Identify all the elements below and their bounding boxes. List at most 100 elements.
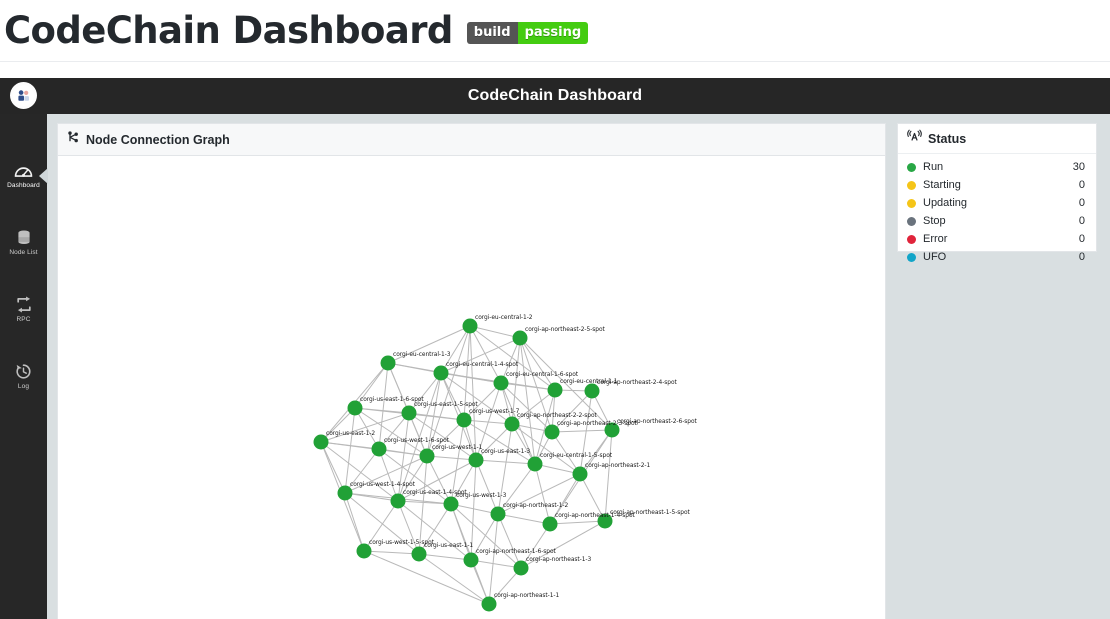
readme-heading-bar: CodeChain Dashboard build passing [0, 0, 1110, 62]
status-label: UFO [923, 251, 947, 263]
sidebar-item-dashboard[interactable]: Dashboard [0, 152, 47, 199]
graph-edge [397, 500, 420, 555]
database-stack-icon [16, 228, 32, 247]
graph-node[interactable] [584, 383, 600, 399]
broadcast-signal-icon [907, 129, 922, 148]
graph-edge [534, 389, 556, 465]
status-dot-icon [907, 216, 916, 226]
graph-node[interactable] [463, 552, 479, 568]
graph-node[interactable] [347, 400, 363, 416]
graph-node[interactable] [547, 382, 563, 398]
graph-edge [469, 325, 477, 461]
graph-node[interactable] [419, 448, 435, 464]
graph-edge [470, 513, 499, 561]
graph-edge [418, 553, 490, 605]
graph-edge [408, 372, 442, 414]
status-label: Starting [923, 179, 961, 191]
graph-edge [549, 520, 606, 525]
graph-edge [387, 325, 471, 364]
graph-node[interactable] [572, 466, 588, 482]
graph-edge [344, 492, 365, 552]
badge-label: build [466, 21, 518, 44]
graph-edge [378, 448, 428, 457]
graph-edge [344, 492, 420, 555]
graph-node[interactable] [468, 452, 484, 468]
graph-edge [463, 382, 502, 421]
graph-edge [363, 550, 490, 605]
graph-edge [320, 412, 410, 443]
graph-edges [320, 325, 613, 605]
graph-edge [408, 412, 465, 421]
graph-node[interactable] [337, 485, 353, 501]
graph-edge [519, 337, 556, 391]
page-title: CodeChain Dashboard [4, 9, 453, 52]
graph-edge [418, 455, 428, 555]
graph-node[interactable] [462, 318, 478, 334]
graph-edge [450, 459, 477, 505]
status-label: Updating [923, 197, 968, 209]
status-dot-icon [907, 198, 916, 208]
graph-node[interactable] [513, 560, 529, 576]
graph-edge [344, 455, 428, 494]
graph-edge [497, 463, 536, 515]
graph-edge [519, 337, 553, 433]
node-graph-svg[interactable] [58, 156, 886, 619]
graph-edge [344, 448, 380, 494]
graph-node[interactable] [512, 330, 528, 346]
graph-edge [470, 559, 490, 605]
graph-node[interactable] [356, 543, 372, 559]
graph-node[interactable] [490, 506, 506, 522]
graph-edge [450, 503, 499, 515]
app-topbar: CodeChain Dashboard [0, 78, 1110, 114]
sidebar-label-log: Log [17, 383, 30, 391]
graph-edge [475, 382, 502, 461]
graph-node[interactable] [313, 434, 329, 450]
graph-node[interactable] [527, 456, 543, 472]
graph-node[interactable] [504, 416, 520, 432]
graph-node[interactable] [443, 496, 459, 512]
sidebar-item-log[interactable]: Log [0, 353, 47, 400]
graph-node[interactable] [604, 422, 620, 438]
graph-node[interactable] [542, 516, 558, 532]
graph-edge [426, 455, 477, 461]
graph-node[interactable] [493, 375, 509, 391]
graph-node[interactable] [371, 441, 387, 457]
graph-edge [450, 419, 465, 505]
sidebar-label-node-list: Node List [9, 249, 38, 257]
graph-edge [497, 423, 513, 515]
sidebar-item-node-list[interactable]: Node List [0, 219, 47, 266]
graph-node[interactable] [544, 424, 560, 440]
graph-edge [320, 407, 356, 443]
graph-node[interactable] [380, 355, 396, 371]
graph-node[interactable] [401, 405, 417, 421]
graph-edge [378, 448, 452, 505]
graph-edge [363, 550, 420, 555]
graph-node[interactable] [597, 513, 613, 529]
graph-edge [511, 423, 581, 475]
status-panel-title: Status [928, 131, 967, 146]
graph-edge [363, 500, 399, 552]
graph-panel-title: Node Connection Graph [86, 132, 230, 147]
status-count: 0 [1078, 197, 1085, 209]
graph-node[interactable] [411, 546, 427, 562]
status-dot-icon [907, 252, 916, 262]
graph-edge [440, 337, 521, 374]
graph-edge [426, 419, 465, 457]
graph-edge [579, 473, 606, 522]
app-shell: CodeChain Dashboard Dashboard [0, 78, 1110, 619]
graph-edge [470, 559, 522, 569]
graph-node[interactable] [433, 365, 449, 381]
graph-edge [511, 389, 556, 425]
graph-edge [500, 382, 556, 391]
graph-edge [519, 337, 613, 431]
graph-node[interactable] [390, 493, 406, 509]
graph-node[interactable] [456, 412, 472, 428]
graph-edge [397, 500, 452, 505]
graph-node[interactable] [481, 596, 497, 612]
sidebar-item-rpc[interactable]: RPC [0, 286, 47, 333]
codechain-logo-icon[interactable] [10, 82, 37, 109]
